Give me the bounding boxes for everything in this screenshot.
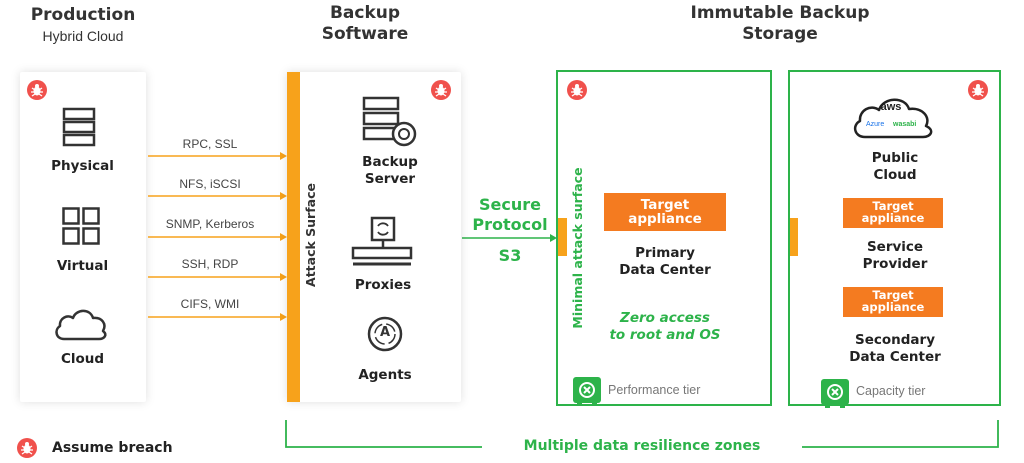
public-cloud-logos-icon	[853, 98, 933, 139]
secure-line2: Protocol	[472, 215, 548, 234]
backup-server-line1: Backup	[362, 154, 418, 170]
secondary-dc-line2: Data Center	[849, 349, 941, 365]
backup-server-icon	[362, 96, 417, 147]
public-cloud-label: Public Cloud	[830, 150, 960, 184]
attack-surface-bar	[287, 72, 300, 402]
production-title: Production	[30, 5, 136, 25]
backup-title-line2: Software	[321, 24, 409, 44]
breach-bug-icon	[968, 80, 988, 100]
protocol-label: SNMP, Kerberos	[165, 217, 255, 231]
target-appliance-secondary: Target appliance	[843, 287, 943, 317]
immutable-storage-header: Immutable Backup Storage	[660, 3, 900, 45]
attack-surface-label: Attack Surface	[303, 183, 318, 287]
performance-tier-label: Performance tier	[608, 383, 701, 397]
primary-storage-card	[556, 70, 772, 406]
azure-logo: Azure	[866, 121, 885, 128]
breach-bug-icon	[567, 80, 587, 100]
target-line1: Target	[872, 288, 914, 302]
target-appliance-primary: Target appliance	[604, 193, 726, 231]
service-provider-line1: Service	[866, 239, 924, 255]
minimal-surface-bar	[558, 218, 567, 256]
cloud-icon	[55, 309, 107, 341]
backup-server-label: Backup Server	[345, 154, 435, 188]
backup-title-line1: Backup	[329, 3, 401, 23]
capacity-tier-label: Capacity tier	[856, 384, 926, 398]
vault-icon	[821, 379, 849, 408]
aws-logo: aws	[880, 101, 902, 113]
production-label-cloud: Cloud	[60, 351, 105, 367]
backup-software-header: Backup Software	[300, 3, 430, 45]
protocol-label: CIFS, WMI	[180, 297, 240, 311]
breach-bug-icon	[17, 438, 37, 458]
target-line1: Target	[872, 199, 914, 213]
production-subtitle: Hybrid Cloud	[42, 28, 124, 44]
protocol-label: RPC, SSL	[182, 137, 238, 151]
protocol-label: NFS, iSCSI	[179, 177, 241, 191]
target-line2: appliance	[628, 211, 702, 227]
immutable-title-line2: Storage	[742, 24, 818, 44]
proxy-icon	[351, 216, 413, 266]
proxies-label: Proxies	[354, 277, 412, 293]
production-label-physical: Physical	[51, 158, 114, 174]
service-provider-label: Service Provider	[830, 239, 960, 273]
secure-line1: Secure	[479, 195, 541, 214]
grid-squares-icon	[62, 207, 100, 245]
target-line2: appliance	[861, 300, 925, 314]
breach-bug-icon	[27, 80, 47, 100]
capacity-surface-bar	[790, 218, 798, 256]
protocol-label: SSH, RDP	[181, 257, 239, 271]
target-line2: appliance	[861, 211, 925, 225]
secure-protocol-label: Secure Protocol	[462, 195, 558, 235]
primary-dc-line2: Data Center	[619, 262, 711, 278]
breach-bug-icon	[431, 80, 451, 100]
server-rack-icon	[62, 107, 96, 147]
target-line1: Target	[640, 197, 690, 213]
agents-label: Agents	[358, 367, 412, 383]
zero-access-line1: Zero access	[620, 310, 710, 326]
zero-access-line2: to root and OS	[609, 327, 721, 343]
primary-dc-label: Primary Data Center	[600, 245, 730, 279]
public-cloud-line1: Public	[871, 150, 919, 166]
secondary-dc-label: Secondary Data Center	[830, 332, 960, 366]
assume-breach-label: Assume breach	[52, 440, 173, 456]
minimal-surface-label: Minimal attack surface	[570, 167, 585, 329]
target-appliance-service: Target appliance	[843, 198, 943, 228]
s3-label: S3	[498, 246, 522, 265]
service-provider-line2: Provider	[862, 256, 928, 272]
vault-icon	[573, 377, 601, 406]
secondary-dc-line1: Secondary	[855, 332, 935, 348]
immutable-title-line1: Immutable Backup	[690, 3, 870, 23]
wasabi-logo: wasabi	[893, 121, 917, 128]
agent-icon	[367, 316, 403, 352]
agent-glyph: A	[379, 325, 391, 340]
primary-dc-line1: Primary	[635, 245, 695, 261]
backup-server-line2: Server	[364, 171, 416, 187]
zero-access-label: Zero access to root and OS	[590, 310, 740, 344]
public-cloud-line2: Cloud	[873, 167, 917, 183]
production-label-virtual: Virtual	[56, 258, 109, 274]
production-header: Production Hybrid Cloud	[18, 5, 148, 47]
resilience-zones-label: Multiple data resilience zones	[482, 438, 802, 454]
